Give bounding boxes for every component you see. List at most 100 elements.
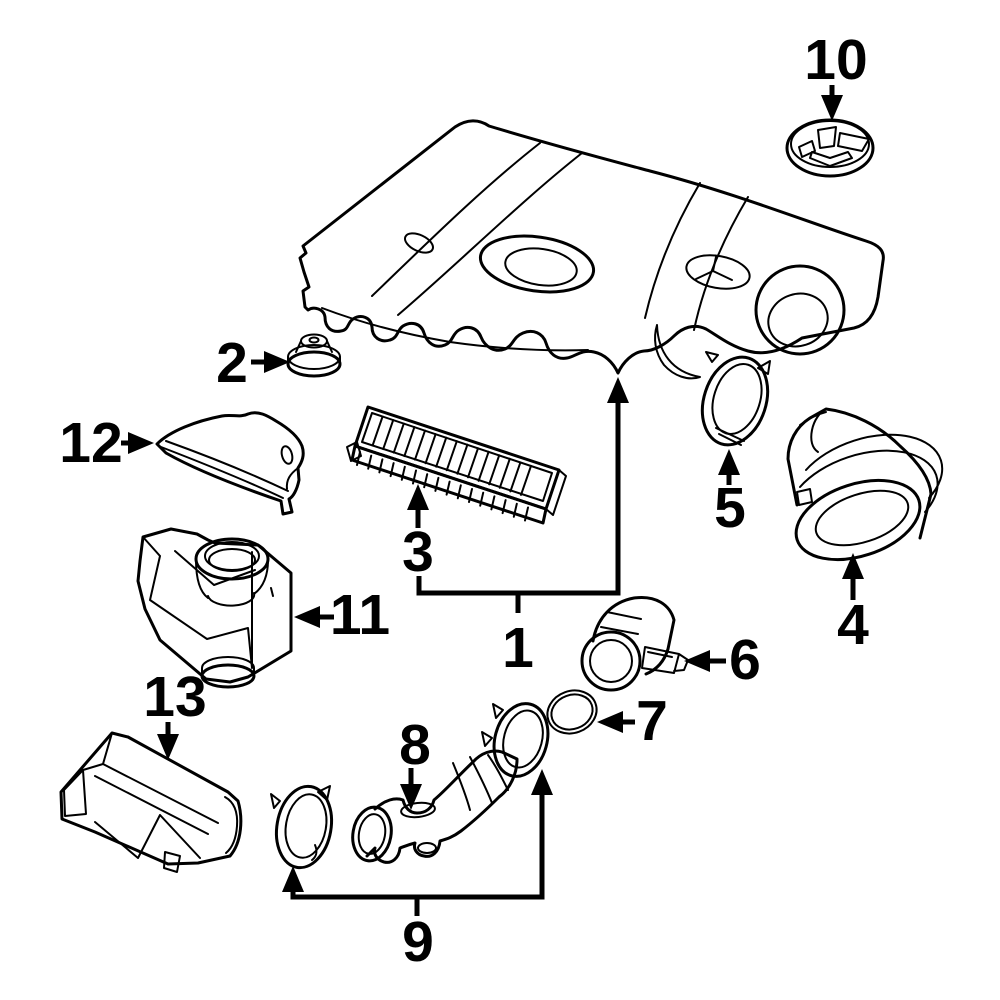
hose-clamp-right — [481, 702, 550, 778]
engine-cover-port-inner — [767, 292, 829, 348]
cleaner-cover-edge — [285, 467, 299, 490]
duct-braces — [94, 814, 201, 859]
callouts-layer: 1 2 3 4 5 6 7 — [59, 28, 869, 974]
callout-4: 4 — [837, 553, 869, 657]
callout-7-arrowhead — [597, 711, 623, 733]
callout-9-bracket — [290, 794, 545, 916]
callout-8-arrowhead — [400, 784, 422, 810]
engine-cover-outline — [298, 119, 885, 375]
callout-8-label: 8 — [399, 713, 431, 777]
filter-band-teeth — [356, 451, 529, 522]
engine-cover-oil-cap-recess — [478, 234, 596, 294]
maf-face-outer — [580, 630, 642, 692]
callout-11-label: 11 — [330, 583, 390, 647]
hose-dimple — [400, 801, 436, 819]
callout-8: 8 — [399, 713, 431, 810]
mass-air-flow-sensor — [580, 595, 689, 692]
emblem-logo-segments — [798, 126, 870, 167]
cleaner-cover-outline — [155, 411, 305, 516]
callout-2-arrowhead — [264, 351, 290, 373]
hose-clamp-right-outer — [492, 702, 550, 778]
housing-collar-bore — [208, 548, 256, 572]
callout-1-label: 1 — [502, 616, 534, 680]
callout-5-arrowhead — [718, 449, 740, 475]
maf-connector — [641, 646, 689, 674]
filter-inner-frame — [361, 412, 553, 502]
clamp-ring — [700, 351, 771, 447]
duct-opening — [63, 769, 87, 817]
callout-7: 7 — [597, 689, 668, 753]
callout-2: 2 — [216, 331, 290, 395]
air-cleaner-cover — [155, 411, 305, 516]
callout-10: 10 — [804, 28, 868, 121]
callout-13-arrowhead — [157, 734, 179, 760]
duct-end-flange — [224, 796, 239, 854]
elbow-mouth-inner — [814, 489, 910, 547]
callout-13: 13 — [143, 665, 207, 760]
air-filter-element — [346, 405, 567, 525]
callout-13-label: 13 — [143, 665, 206, 729]
engine-cover-ridge-left — [371, 142, 583, 316]
rubber-grommet-mount — [286, 333, 342, 378]
filter-pleats — [371, 415, 532, 496]
callout-9: 9 — [282, 769, 553, 974]
callout-3-label: 3 — [402, 520, 434, 584]
clamp5-bolt — [715, 427, 745, 446]
callout-12-arrowhead — [128, 432, 154, 454]
parts-layer — [59, 118, 944, 873]
callout-3: 3 — [402, 484, 434, 584]
callout-2-label: 2 — [216, 331, 248, 395]
grommet-cap — [300, 333, 328, 349]
intake-hose — [270, 702, 550, 870]
hose-body — [365, 749, 519, 864]
engine-cover-slot — [403, 232, 435, 254]
callout-5-label: 5 — [714, 476, 746, 540]
intake-elbow-duct — [786, 407, 944, 562]
maf-body — [591, 595, 676, 676]
hose-ribs — [452, 754, 509, 811]
duct-foot-tab — [163, 851, 181, 873]
callout-1-bracket — [416, 401, 621, 613]
filter-end-cap — [545, 469, 567, 516]
clamp5-tabs — [705, 351, 771, 375]
o-ring-seal — [546, 689, 598, 735]
engine-cover — [298, 119, 885, 380]
callout-9-arrowhead-right — [531, 769, 553, 795]
callout-9-label: 9 — [402, 910, 434, 974]
housing-facets — [142, 536, 274, 669]
elbow-mouth-outer — [794, 478, 922, 562]
callout-10-arrowhead — [821, 95, 843, 121]
callout-11: 11 — [294, 583, 390, 647]
elbow-clip-tab — [796, 488, 813, 506]
duct-ridge — [82, 732, 219, 835]
clamp5-outer — [700, 355, 770, 447]
o-ring-outer — [546, 689, 598, 735]
callout-5: 5 — [714, 449, 746, 540]
callout-7-label: 7 — [636, 689, 668, 753]
engine-cover-oil-cap — [504, 247, 578, 287]
callout-6: 6 — [684, 628, 761, 692]
air-intake-duct — [59, 731, 243, 873]
elbow-ridges — [799, 433, 944, 513]
callout-11-arrowhead — [294, 606, 320, 628]
callout-12-label: 12 — [59, 411, 122, 475]
duct-outline — [59, 731, 243, 866]
filter-front-band — [350, 444, 548, 525]
cleaner-cover-dimple — [280, 445, 294, 465]
callout-4-arrowhead — [842, 553, 864, 579]
callout-6-arrowhead — [684, 650, 710, 672]
engine-cover-vent-opening — [685, 254, 751, 290]
elbow-small-end — [799, 408, 827, 453]
hose-clamp-left — [270, 784, 334, 870]
hose-clamp-left-tabs — [270, 785, 331, 861]
housing-foot — [200, 663, 256, 689]
engine-cover-vent-spokes — [695, 256, 733, 281]
emblem-badge — [785, 118, 875, 178]
maf-face-inner — [589, 639, 633, 683]
engine-cover-port-outer — [754, 264, 846, 356]
maf-facets — [600, 611, 642, 635]
cleaner-cover-rim-lines — [160, 440, 289, 499]
hose-nub — [417, 842, 437, 854]
callout-12: 12 — [59, 411, 154, 475]
